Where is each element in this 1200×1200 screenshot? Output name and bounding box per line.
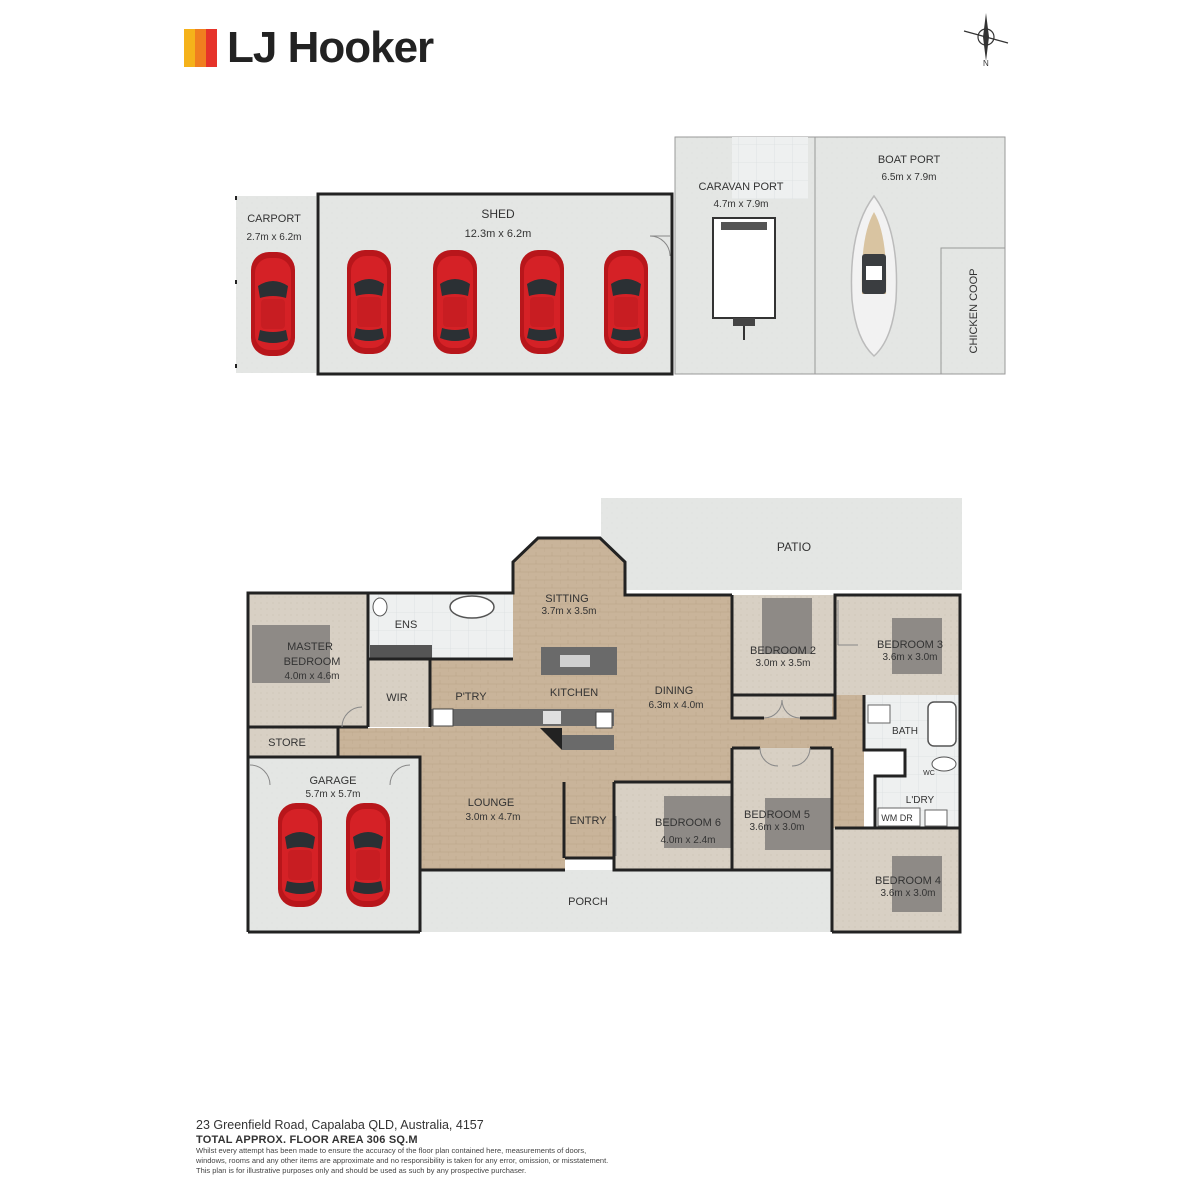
lj-hooker-logo: LJ Hooker <box>184 23 434 72</box>
boat-port-label: BOAT PORT <box>878 154 941 166</box>
carport <box>235 196 316 373</box>
caravan-port-dims: 4.7m x 7.9m <box>713 199 768 210</box>
shed-label: SHED <box>481 207 515 221</box>
lounge-label: LOUNGE <box>468 797 514 809</box>
sitting-dims: 3.7m x 3.5m <box>541 606 596 617</box>
porch-label: PORCH <box>568 896 608 908</box>
store-label: STORE <box>268 737 306 749</box>
bedroom6-dims: 4.0m x 2.4m <box>660 835 715 846</box>
patio-label: PATIO <box>777 540 811 554</box>
carport-dims: 2.7m x 6.2m <box>246 232 301 243</box>
lounge-dims: 3.0m x 4.7m <box>465 812 520 823</box>
laundry-label: L'DRY <box>906 795 935 806</box>
disclaimer-line-1: Whilst every attempt has been made to en… <box>196 1146 587 1155</box>
compass-north-label: N <box>983 59 989 68</box>
bedroom3-dims: 3.6m x 3.0m <box>882 652 937 663</box>
kitchen-label: KITCHEN <box>550 687 598 699</box>
garage-dims: 5.7m x 5.7m <box>305 789 360 800</box>
bedroom4-label: BEDROOM 4 <box>875 875 941 887</box>
disclaimer-line-2: windows, rooms and any other items are a… <box>196 1156 609 1165</box>
entry-label: ENTRY <box>569 815 607 827</box>
compass-icon: N <box>963 13 1009 68</box>
wm-dr-label: WM DR <box>881 813 913 823</box>
door-swings <box>249 600 858 856</box>
bedroom5-dims: 3.6m x 3.0m <box>749 822 804 833</box>
car-icon <box>520 250 564 354</box>
boat-port <box>814 136 1006 375</box>
bedroom4-dims: 3.6m x 3.0m <box>880 888 935 899</box>
bedroom5-label: BEDROOM 5 <box>744 809 810 821</box>
kitchen-fixtures <box>370 595 957 827</box>
bedroom2-dims: 3.0m x 3.5m <box>755 658 810 669</box>
chicken-coop-label: CHICKEN COOP <box>968 269 980 354</box>
caravan-port-label: CARAVAN PORT <box>699 181 784 193</box>
sitting-label: SITTING <box>545 593 588 605</box>
boat-port-dims: 6.5m x 7.9m <box>881 172 936 183</box>
master-bedroom-label-line1: MASTER <box>287 641 333 653</box>
car-icon <box>604 250 648 354</box>
ensuite-label: ENS <box>395 619 418 631</box>
total-floor-area: TOTAL APPROX. FLOOR AREA 306 SQ.M <box>196 1134 418 1146</box>
floor-plan: CARPORT 2.7m x 6.2m SHED 12.3m x 6.2m CA… <box>235 13 1009 934</box>
caravan-port <box>674 136 816 375</box>
logo-bar-orange <box>195 29 206 67</box>
bedroom3-label: BEDROOM 3 <box>877 639 943 651</box>
logo-bar-yellow <box>184 29 195 67</box>
car-icon <box>433 250 477 354</box>
bath-label: BATH <box>892 726 918 737</box>
garage-label: GARAGE <box>309 775 356 787</box>
car-icon <box>278 803 322 907</box>
master-bedroom-dims: 4.0m x 4.6m <box>284 671 339 682</box>
logo-text: LJ Hooker <box>227 23 434 72</box>
shed <box>316 192 674 376</box>
pantry-label: P'TRY <box>455 691 487 703</box>
bedroom6-label: BEDROOM 6 <box>655 817 721 829</box>
disclaimer-line-3: This plan is for illustrative purposes o… <box>196 1166 527 1175</box>
chicken-coop <box>940 247 1006 375</box>
carport-label: CARPORT <box>247 213 301 225</box>
wc-label: WC <box>923 770 935 777</box>
patio <box>601 498 962 590</box>
bedroom2-label: BEDROOM 2 <box>750 645 816 657</box>
dining-dims: 6.3m x 4.0m <box>648 700 703 711</box>
master-bedroom-label-line2: BEDROOM <box>284 656 341 668</box>
car-icon <box>347 250 391 354</box>
wir-label: WIR <box>386 692 407 704</box>
property-address: 23 Greenfield Road, Capalaba QLD, Austra… <box>196 1118 484 1132</box>
car-icon <box>346 803 390 907</box>
boat-icon <box>850 194 898 358</box>
car-icon <box>251 252 295 356</box>
house-walls <box>246 536 962 934</box>
shed-dims: 12.3m x 6.2m <box>465 228 532 240</box>
beds <box>252 598 942 912</box>
footer: 23 Greenfield Road, Capalaba QLD, Austra… <box>196 1118 608 1176</box>
dining-label: DINING <box>655 685 694 697</box>
logo-bar-red <box>206 29 217 67</box>
